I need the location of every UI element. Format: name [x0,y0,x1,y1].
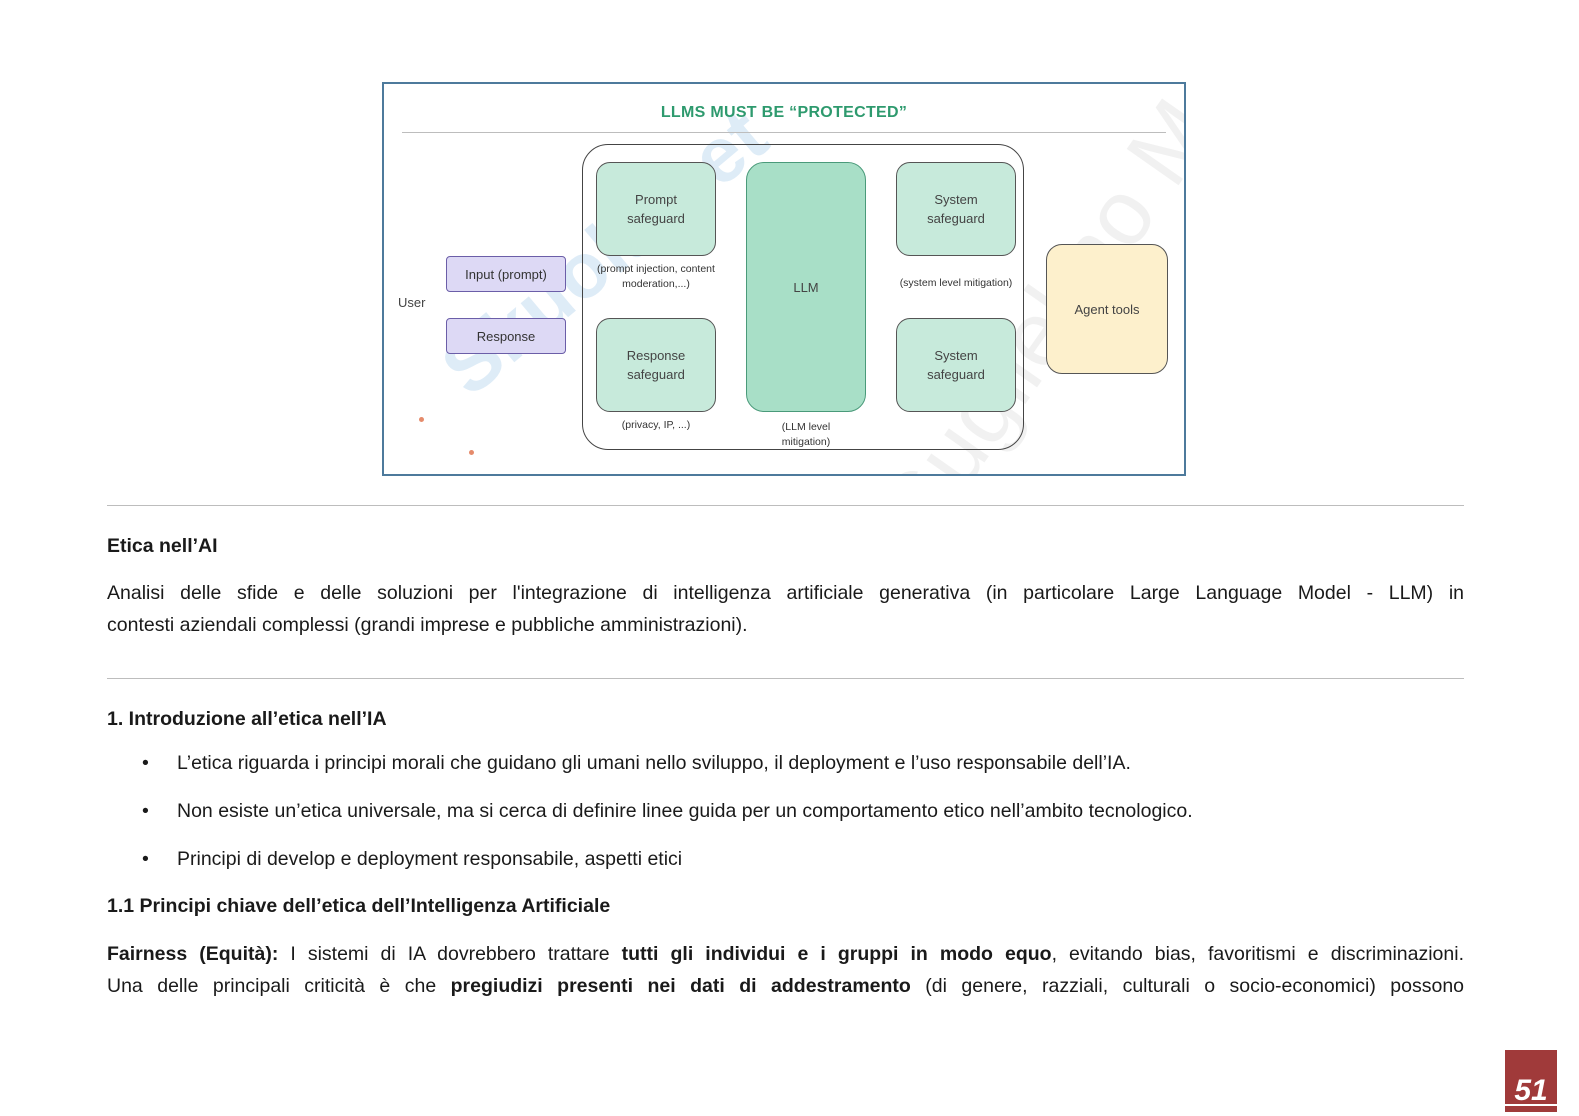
intro-paragraph-line2: contesti aziendali complessi (grandi imp… [107,614,748,636]
fairness-paragraph-line1: Fairness (Equità): I sistemi di IA dovre… [107,938,1464,970]
figure-divider [402,132,1166,133]
fairness-label: Fairness (Equità): [107,943,279,965]
section-divider [107,678,1464,679]
input-prompt-box: Input (prompt) [446,256,566,292]
list-item: Principi di develop e deployment respons… [177,848,683,870]
figure-title: LLMS MUST BE “PROTECTED” [660,104,908,121]
bullet-marker: • [142,848,149,870]
intro-paragraph-line1: Analisi delle sfide e delle soluzioni pe… [107,582,1464,604]
system-safeguard-bottom-box: System safeguard [896,318,1016,412]
llm-caption: (LLM level mitigation) [781,421,831,448]
bullet-marker: • [142,800,149,822]
prompt-safeguard-box: Prompt safeguard [596,162,716,256]
section-heading: Etica nell’AI [107,535,218,557]
agent-tools-box: Agent tools [1046,244,1168,374]
fairness-text: Una delle principali criticità è che [107,975,451,997]
chapter-heading: 1. Introduzione all’etica nell’IA [107,708,387,730]
prompt-safeguard-label: Prompt safeguard [627,192,685,226]
system-safeguard-top-box: System safeguard [896,162,1016,256]
protection-container [582,144,1024,450]
page-number: 51 [1505,1050,1557,1112]
subchapter-heading: 1.1 Principi chiave dell’etica dell’Inte… [107,895,611,917]
decorative-dot [469,450,474,455]
page-number-underline [1505,1104,1557,1106]
fairness-text: I sistemi di IA dovrebbero trattare [278,943,622,965]
diagram-figure: Skuola.net Guglielmo Ma... LLMS MUST BE … [382,82,1186,476]
fairness-text: , evitando bias, favoritismi e discrimin… [1051,943,1464,965]
bullet-marker: • [142,752,149,774]
list-item: L’etica riguarda i principi morali che g… [177,752,1131,774]
prompt-safeguard-caption: (prompt injection, content moderation,..… [597,263,715,290]
system-safeguard-top-label: System safeguard [927,192,985,226]
fairness-emphasis: tutti gli individui e i gruppi in modo e… [621,943,1052,965]
response-box: Response [446,318,566,354]
fairness-emphasis: pregiudizi presenti nei dati di addestra… [450,975,911,997]
fairness-text: (di genere, razziali, culturali o socio-… [910,975,1465,997]
section-divider [107,505,1464,506]
response-safeguard-label: Response safeguard [626,348,686,382]
llm-box: LLM [746,162,866,412]
system-safeguard-bottom-label: System safeguard [927,348,985,382]
decorative-dot [419,417,424,422]
system-safeguard-caption: (system level mitigation) [899,277,1013,289]
user-label: User [398,295,426,310]
list-item: Non esiste un’etica universale, ma si ce… [177,800,1193,822]
response-safeguard-caption: (privacy, IP, ...) [621,419,691,431]
response-safeguard-box: Response safeguard [596,318,716,412]
fairness-paragraph-line2: Una delle principali criticità è che pre… [107,970,1464,1002]
